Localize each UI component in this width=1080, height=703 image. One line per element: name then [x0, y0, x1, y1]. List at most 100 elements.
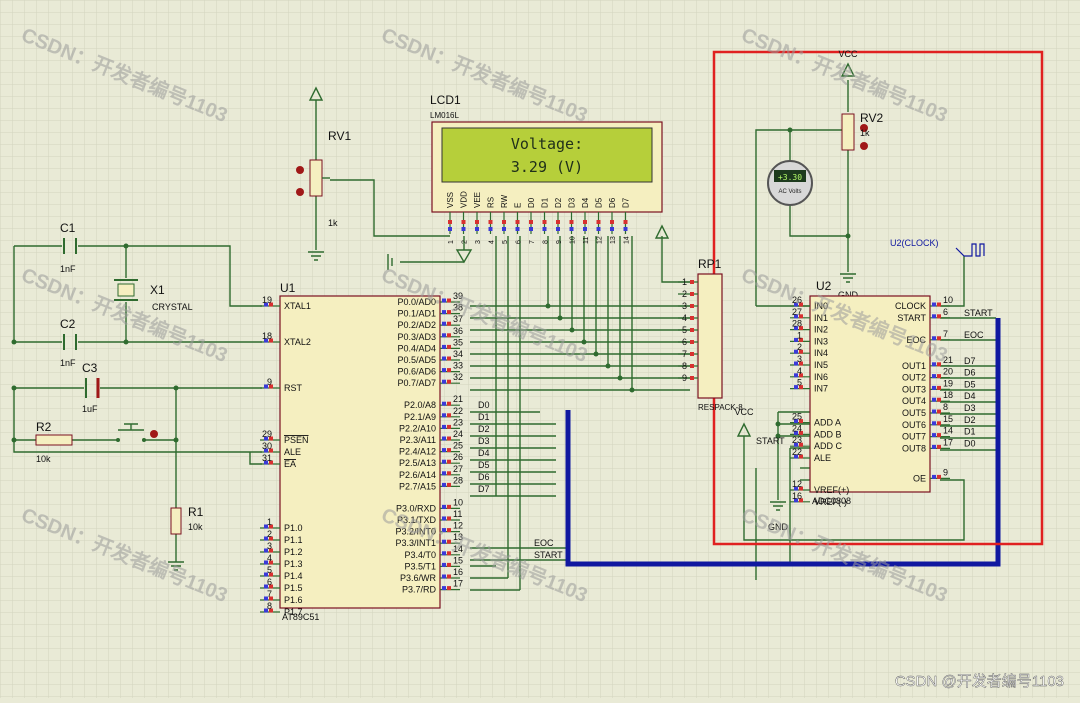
c3[interactable]: C3 1uF: [82, 361, 100, 414]
lcd-pin-d0[interactable]: D07: [527, 197, 536, 244]
lcd-pin-d2[interactable]: D29: [554, 197, 563, 244]
rp1-pin-3[interactable]: 3: [678, 301, 698, 311]
u2-adc0808[interactable]: U2 ADC0808 26IN027IN128IN21IN32IN43IN54I…: [790, 279, 993, 507]
rp1-pin-2[interactable]: 2: [678, 289, 698, 299]
x1-crystal[interactable]: X1 CRYSTAL: [114, 279, 193, 312]
lcd-pin-e[interactable]: E6: [514, 203, 523, 244]
u1-pin-4[interactable]: 4P1.3: [260, 553, 303, 569]
clock-generator[interactable]: U2(CLOCK): [890, 238, 985, 257]
voltmeter[interactable]: +3.30 AC Volts: [767, 160, 813, 206]
reset-button[interactable]: [112, 423, 158, 442]
u1-pin-3[interactable]: 3P1.2: [260, 541, 303, 557]
rp1-pin-4[interactable]: 4: [678, 313, 698, 323]
lcd-pin-d1[interactable]: D18: [541, 197, 550, 244]
lcd1[interactable]: LCD1 LM016L Voltage: 3.29 (V) VSS1VDD2VE…: [430, 93, 663, 244]
rv2[interactable]: RV2 1k: [841, 111, 883, 151]
u1-pin-6[interactable]: 6P1.5: [260, 577, 303, 593]
rp1-pin-6[interactable]: 6: [678, 337, 698, 347]
r2[interactable]: R2 10k: [35, 420, 73, 464]
c2[interactable]: C2 1nF: [60, 317, 77, 368]
rp1-pin-1[interactable]: 1: [678, 277, 698, 287]
r1[interactable]: R1 10k: [170, 505, 204, 535]
u2-pin-9[interactable]: 9OE: [913, 467, 950, 483]
u1-pin-8[interactable]: 8P1.7: [260, 601, 303, 617]
u1-pin-2[interactable]: 2P1.1: [260, 529, 303, 545]
rp1-pin-9[interactable]: 9: [678, 373, 698, 383]
rp1-pin-7[interactable]: 7: [678, 349, 698, 359]
rp1-pin-8[interactable]: 8: [678, 361, 698, 371]
u1-pin-1[interactable]: 1P1.0: [260, 517, 303, 533]
lcd-pin-rw[interactable]: RW5: [500, 194, 509, 244]
rp1-pin-5[interactable]: 5: [678, 325, 698, 335]
u1-pin-7[interactable]: 7P1.6: [260, 589, 303, 605]
c1[interactable]: C1 1nF: [60, 221, 77, 274]
rv1[interactable]: RV1 1k: [296, 129, 351, 228]
lcd-pin-rs[interactable]: RS4: [487, 197, 496, 244]
u1-pin-5[interactable]: 5P1.4: [260, 565, 303, 581]
u1-at89c51[interactable]: U1 AT89C51 19XTAL118XTAL29RST29PSEN30ALE…: [260, 281, 463, 622]
